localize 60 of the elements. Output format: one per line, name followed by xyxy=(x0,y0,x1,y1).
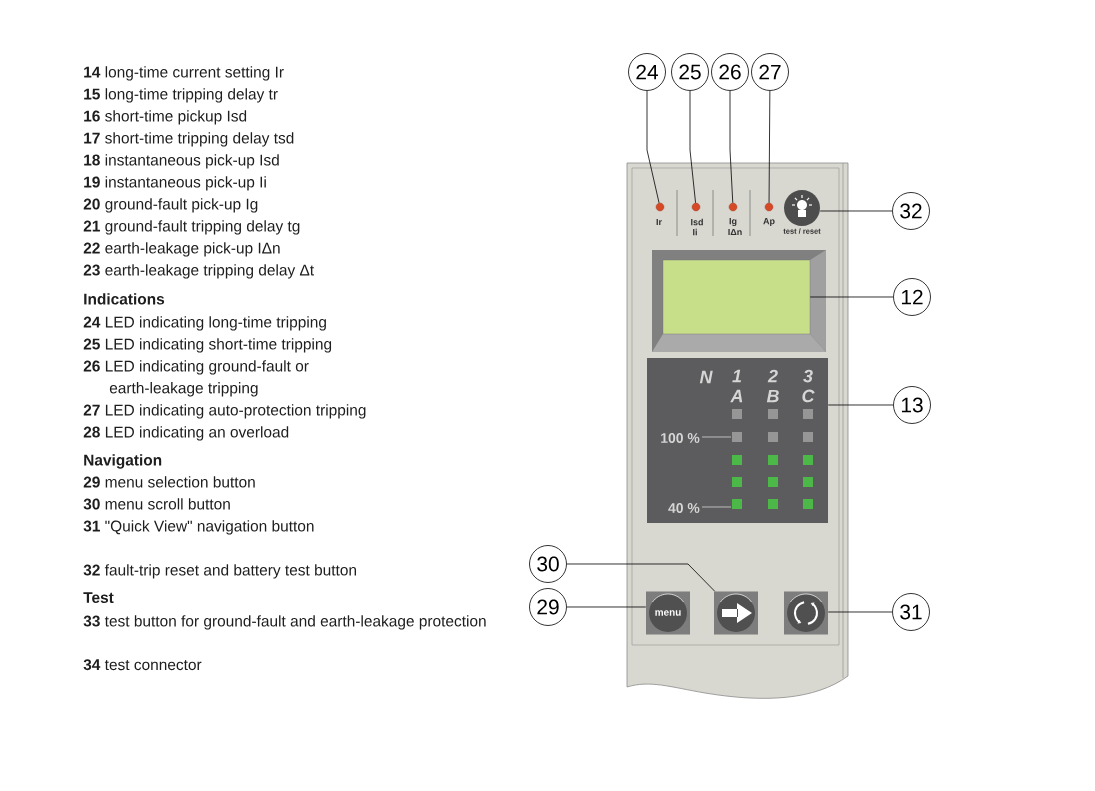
key-entry: 19 instantaneous pick-up Ii xyxy=(84,176,266,191)
key-entry: 22 earth-leakage pick-up IΔn xyxy=(83,242,280,257)
key-entry: 29 menu selection button xyxy=(83,476,255,488)
key-entry: 28 LED indicating an overload xyxy=(83,426,289,441)
key-entry: 18 instantaneous pick-up Isd xyxy=(84,154,279,169)
key-entry: 21 ground-fault tripping delay tg xyxy=(83,220,300,235)
callout-number: 25 xyxy=(671,53,709,91)
phase-label: 2 B xyxy=(766,369,779,403)
led-label: Ig xyxy=(729,217,737,227)
key-entry: 16 short-time pickup Isd xyxy=(84,110,247,125)
leader-line xyxy=(689,90,696,204)
leader-line xyxy=(566,563,716,592)
leader-line xyxy=(827,404,894,406)
callout-number: 27 xyxy=(751,53,789,91)
key-entry: 33 test button for ground-fault and earth-leakage protection xyxy=(83,615,486,630)
percent-label: 100 % xyxy=(661,433,700,443)
key-entry: 27 LED indicating auto-protection tripping xyxy=(83,404,366,419)
callout-number: 24 xyxy=(628,53,666,91)
key-entry: 15 long-time tripping delay tr xyxy=(84,88,278,103)
callout-number: 26 xyxy=(711,53,749,91)
led-label: IΔn xyxy=(728,228,742,236)
display-screen xyxy=(662,259,811,335)
phase-label: 1 A xyxy=(730,369,743,403)
key-entry: 20 ground-fault pick-up Ig xyxy=(83,198,258,213)
section-heading: Indications xyxy=(84,293,165,305)
percent-label: 40 % xyxy=(668,503,700,513)
key-entry: 17 short-time tripping delay tsd xyxy=(84,132,294,147)
callout-number: 13 xyxy=(893,386,931,424)
callout-number: 31 xyxy=(892,593,930,631)
section-heading: Navigation xyxy=(84,454,162,469)
key-entry: 34 test connector xyxy=(83,659,202,671)
leader-line xyxy=(827,611,893,613)
quick-view-button xyxy=(784,591,828,635)
callout-number: 29 xyxy=(529,588,567,626)
key-entry: 31 "Quick View" navigation button xyxy=(83,520,314,535)
phase-label: N xyxy=(699,370,713,384)
callout-number: 32 xyxy=(892,192,930,230)
scroll-button xyxy=(714,591,758,635)
key-entry: 23 earth-leakage tripping delay Δt xyxy=(83,264,314,279)
leader-line xyxy=(729,90,734,204)
key-entry: 14 long-time current setting Ir xyxy=(84,66,284,81)
leader-line xyxy=(768,90,771,204)
led-label: Isd xyxy=(691,218,703,226)
key-entry: 32 fault-trip reset and battery test button xyxy=(83,564,356,579)
key-entry: 30 menu scroll button xyxy=(83,498,230,510)
led-label: Ir xyxy=(656,218,662,226)
leader-line xyxy=(646,90,660,204)
phase-label: 3 C xyxy=(802,369,815,403)
key-entry: 25 LED indicating short-time tripping xyxy=(83,338,332,353)
callout-number: 30 xyxy=(529,545,567,583)
section-heading: Test xyxy=(83,592,114,603)
key-entry: 26 LED indicating ground-fault or earth-leakage tripping xyxy=(83,360,309,397)
led-label: Ap xyxy=(763,218,775,226)
leader-line xyxy=(819,210,893,212)
leader-line xyxy=(566,606,647,608)
led-label: Ii xyxy=(693,228,697,236)
menu-button: menu xyxy=(646,591,690,635)
leader-line xyxy=(809,296,894,298)
key-entry: 24 LED indicating long-time tripping xyxy=(83,316,326,331)
callout-number: 12 xyxy=(893,278,931,316)
